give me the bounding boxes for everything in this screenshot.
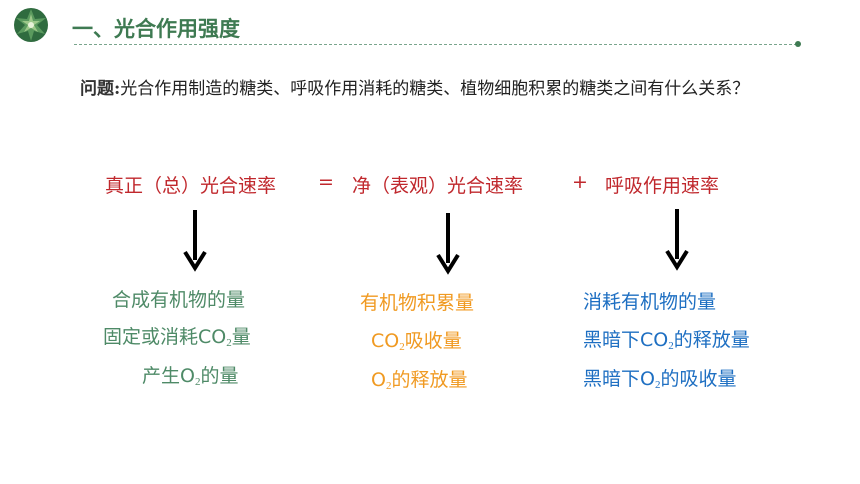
left-item-organic-synthesis: 合成有机物的量 [112, 289, 246, 311]
leaf-logo-icon [12, 6, 50, 44]
middle-item-co2-absorbed: CO2吸收量 [371, 330, 462, 353]
equation-equals: = [318, 171, 334, 193]
right-item-dark-co2-released: 黑暗下CO2的释放量 [583, 329, 750, 352]
page-title: 一、光合作用强度 [72, 17, 240, 41]
left-item-co2-fixed: 固定或消耗CO2量 [103, 326, 251, 349]
question-label: 问题: [80, 79, 121, 99]
equation-term-net-photosynthesis: 净（表观）光合速率 [352, 175, 524, 197]
equation-term-respiration: 呼吸作用速率 [605, 175, 720, 197]
right-item-dark-o2-absorbed: 黑暗下O2的吸收量 [583, 368, 737, 391]
right-item-organic-consumed: 消耗有机物的量 [583, 291, 717, 313]
left-item-o2-produced: 产生O2的量 [142, 365, 239, 388]
question-text: 光合作用制造的糖类、呼吸作用消耗的糖类、植物细胞积累的糖类之间有什么关系？ [120, 79, 750, 99]
equation-plus: + [572, 171, 588, 193]
arrow-down-icon [435, 213, 461, 275]
header-divider [74, 44, 797, 45]
header-divider-dot [795, 41, 801, 47]
question-paragraph: 问题:光合作用制造的糖类、呼吸作用消耗的糖类、植物细胞积累的糖类之间有什么关系？ [80, 72, 790, 106]
equation-term-gross-photosynthesis: 真正（总）光合速率 [105, 175, 277, 197]
middle-item-organic-accumulation: 有机物积累量 [360, 292, 475, 314]
middle-item-o2-released: O2的释放量 [371, 369, 468, 392]
arrow-down-icon [664, 209, 690, 271]
arrow-down-icon [182, 210, 208, 272]
